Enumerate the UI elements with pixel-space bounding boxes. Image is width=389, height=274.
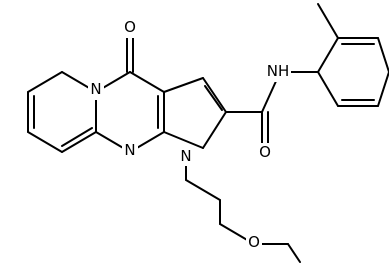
svg-text:N: N xyxy=(180,147,191,165)
svg-text:NH: NH xyxy=(267,62,290,80)
svg-text:O: O xyxy=(259,143,271,161)
atom-labels: O N N N NH O O xyxy=(88,18,291,253)
atom-o-methoxy: O xyxy=(246,233,262,253)
bond xyxy=(204,85,223,111)
bond xyxy=(317,3,339,39)
bond xyxy=(202,111,227,149)
bond xyxy=(27,71,63,93)
bond xyxy=(317,71,339,107)
bonds xyxy=(27,3,389,263)
svg-text:N: N xyxy=(124,141,135,159)
bond xyxy=(287,243,301,263)
svg-text:N: N xyxy=(90,80,101,98)
bond xyxy=(377,71,389,107)
atom-n-pyridine: N xyxy=(88,80,104,100)
svg-text:O: O xyxy=(248,233,260,251)
atom-nh-amide: NH xyxy=(265,62,291,82)
atom-o-carbonyl: O xyxy=(122,18,138,38)
bond xyxy=(163,131,204,149)
bond xyxy=(185,179,221,201)
bond xyxy=(163,77,204,93)
atom-n-pyrimidine: N xyxy=(122,140,138,160)
svg-text:O: O xyxy=(124,18,136,36)
bond xyxy=(61,131,97,153)
bond xyxy=(261,78,278,113)
bond xyxy=(317,37,339,73)
atom-n-pyrrole: N xyxy=(178,146,194,166)
bond xyxy=(377,37,389,73)
bond xyxy=(202,77,227,113)
atom-o-amide: O xyxy=(257,143,273,163)
bond xyxy=(27,131,63,153)
bond xyxy=(61,127,93,147)
bond xyxy=(129,71,165,93)
